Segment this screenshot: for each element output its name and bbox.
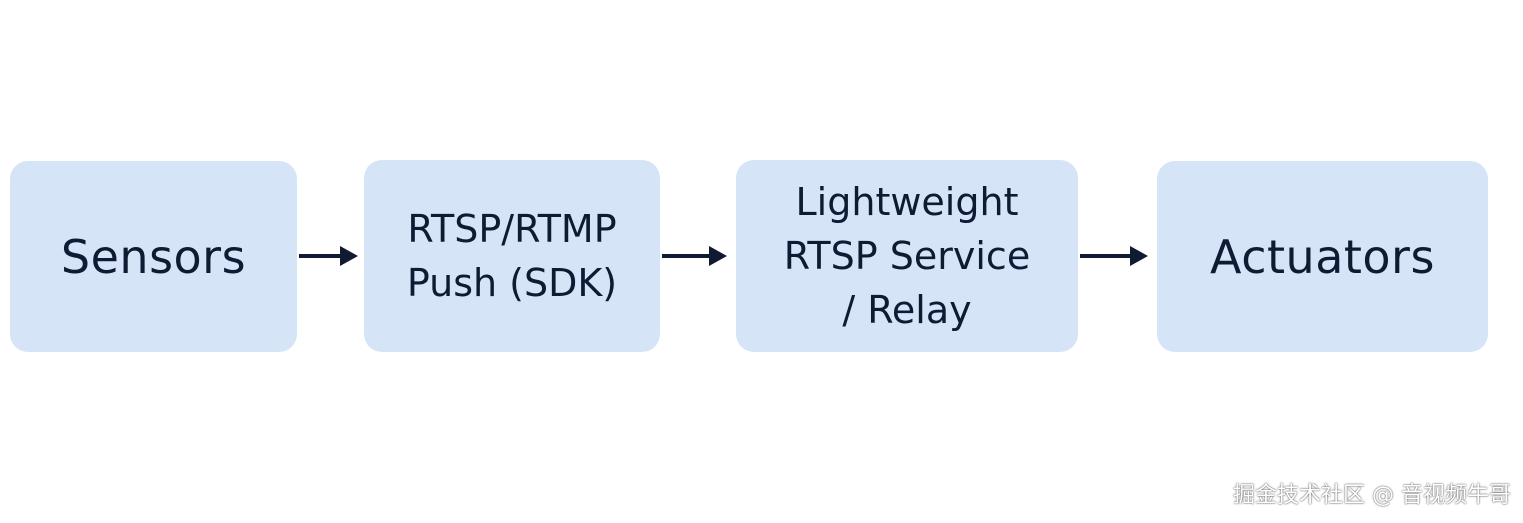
node-rtsp-relay-line-3: / Relay xyxy=(842,288,972,333)
node-push-sdk-label: RTSP/RTMP Push (SDK) xyxy=(407,202,617,311)
node-push-sdk-line-2: Push (SDK) xyxy=(406,261,618,305)
arrowhead-icon xyxy=(1130,246,1148,266)
edge-push-to-relay xyxy=(662,246,727,266)
watermark: 掘金技术社区 @ 音视频牛哥 xyxy=(1233,483,1511,508)
node-actuators: Actuators xyxy=(1157,161,1488,352)
node-sensors-label: Sensors xyxy=(61,230,246,284)
node-push-sdk-line-1: RTSP/RTMP xyxy=(407,206,617,251)
edge-sensors-to-push xyxy=(299,246,358,266)
node-rtsp-relay-line-1: Lightweight xyxy=(795,179,1019,224)
node-sensors-line-1: Sensors xyxy=(60,229,247,284)
node-actuators-label: Actuators xyxy=(1210,230,1435,284)
node-rtsp-relay-line-2: RTSP Service xyxy=(783,233,1031,278)
node-rtsp-relay: Lightweight RTSP Service / Relay xyxy=(736,160,1078,352)
node-push-sdk: RTSP/RTMP Push (SDK) xyxy=(364,160,660,352)
node-sensors: Sensors xyxy=(10,161,297,352)
arrowhead-icon xyxy=(709,246,727,266)
edge-relay-to-actuators xyxy=(1080,246,1148,266)
arrowhead-icon xyxy=(340,246,358,266)
node-actuators-line-1: Actuators xyxy=(1210,229,1435,284)
node-rtsp-relay-label: Lightweight RTSP Service / Relay xyxy=(784,175,1030,338)
